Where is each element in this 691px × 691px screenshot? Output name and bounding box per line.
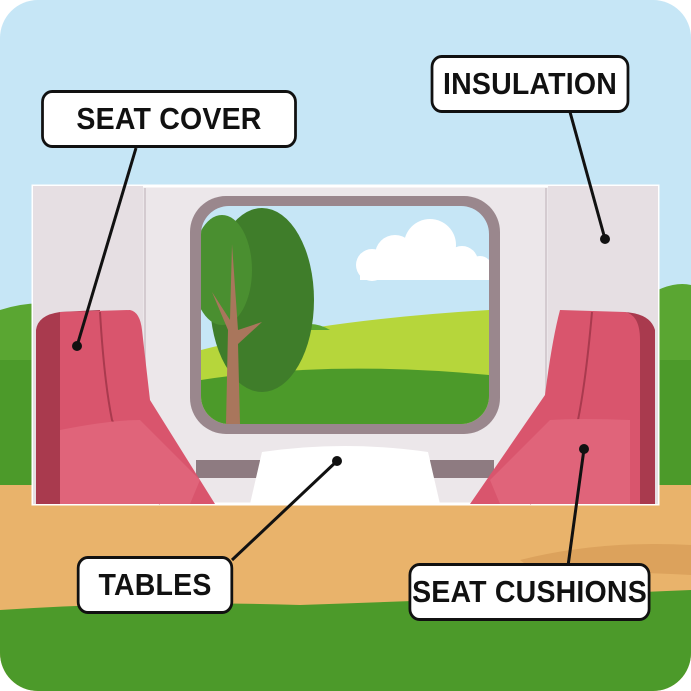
label-insulation: INSULATION: [430, 55, 630, 113]
cloud: [356, 219, 489, 281]
left-seat: [36, 310, 215, 505]
leader-seat-cushions: [566, 448, 586, 567]
pointer-insulation: [600, 234, 610, 244]
label-seat-cushions: SEAT CUSHIONS: [408, 563, 651, 621]
leader-insulation: [568, 111, 607, 240]
label-tables: TABLES: [76, 556, 234, 614]
left-table-shelf: [196, 460, 262, 478]
pointer-seat-cover: [72, 341, 82, 351]
window-view: [201, 206, 489, 424]
right-seat: [470, 310, 655, 505]
tree: [201, 208, 314, 424]
label-seat-cover: SEAT COVER: [41, 90, 297, 148]
leader-seat-cover: [75, 147, 138, 347]
pointer-tables: [332, 456, 342, 466]
table: [250, 446, 440, 504]
right-table-shelf: [428, 460, 494, 478]
leader-tables: [230, 459, 339, 562]
pointer-seat-cushions: [579, 444, 589, 454]
